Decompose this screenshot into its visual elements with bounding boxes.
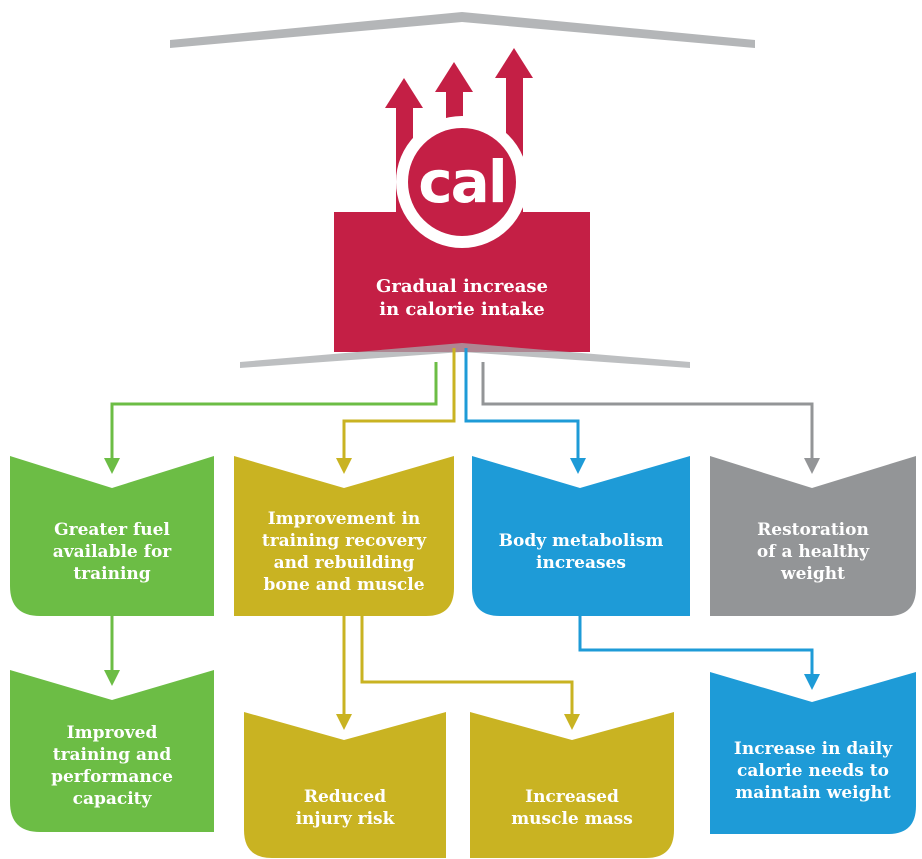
connector-blue-lower (578, 616, 814, 676)
box-greater-fuel-label: Greater fuel available for training (52, 520, 172, 584)
box-improved-training-label: Improved training and performance capaci… (51, 723, 173, 809)
connector-blue (464, 348, 580, 460)
box-muscle-mass-label: Increased muscle mass (511, 787, 633, 829)
box-metabolism (472, 456, 690, 616)
box-daily-calorie (710, 672, 916, 834)
box-greater-fuel (10, 456, 214, 616)
top-title: Gradual increase in calorie intake (375, 276, 549, 320)
box-muscle-mass (470, 712, 674, 858)
box-training-recovery-label: Improvement in training recovery and reb… (261, 509, 427, 595)
connector-green (110, 362, 438, 460)
box-improved-training (10, 670, 214, 832)
box-injury-risk-label: Reduced injury risk (295, 787, 395, 829)
top-roof-band (170, 12, 755, 48)
calorie-intake-block (334, 48, 590, 352)
box-injury-risk (244, 712, 446, 858)
box-metabolism-label: Body metabolism increases (498, 531, 664, 573)
connector-gold-muscle (360, 616, 574, 716)
connector-gray (481, 362, 814, 460)
box-daily-calorie-label: Increase in daily calorie needs to maint… (733, 739, 893, 803)
calorie-icon-label: cal (418, 148, 507, 216)
connector-gold (342, 348, 456, 460)
box-healthy-weight (710, 456, 916, 616)
box-healthy-weight-label: Restoration of a healthy weight (756, 520, 870, 584)
box-training-recovery (234, 456, 454, 616)
